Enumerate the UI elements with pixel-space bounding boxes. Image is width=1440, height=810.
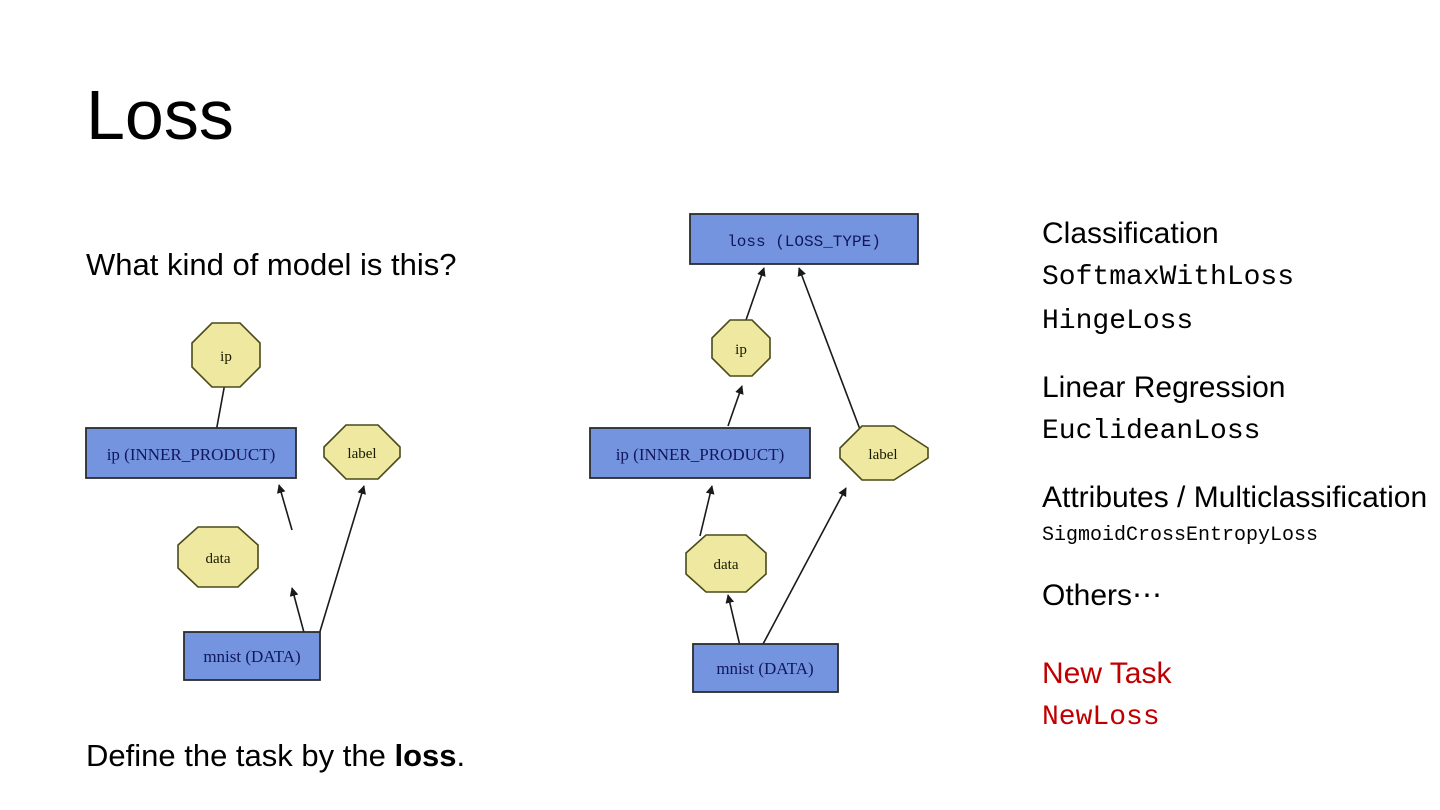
page-title: Loss (86, 76, 234, 154)
net-diagram-with-loss: loss (LOSS_TYPE) ip ip (INNER_PRODUCT) l… (580, 200, 950, 710)
loss-group-item: HingeLoss (1042, 306, 1194, 337)
node-data-blob[interactable]: data (685, 534, 767, 593)
node-ip-layer[interactable]: ip (INNER_PRODUCT) (85, 427, 297, 479)
node-data-blob-label: data (714, 557, 739, 573)
loss-group-heading: Attributes / Multiclassification (1042, 481, 1428, 514)
node-ip-layer-label: ip (INNER_PRODUCT) (616, 445, 785, 464)
conclusion-text: Define the task by the loss. (86, 736, 465, 776)
edge-mnist-to-label-blob (761, 487, 847, 647)
node-label-blob[interactable]: label (839, 425, 929, 481)
loss-group-item: SoftmaxWithLoss (1042, 262, 1295, 293)
edge-data-blob-to-ip-layer (276, 484, 293, 531)
loss-group-heading: Classification (1042, 217, 1219, 250)
loss-group: Others⋯ (1042, 574, 1440, 618)
edge-group (215, 371, 366, 641)
node-data-blob-label: data (206, 551, 231, 567)
edge-ip-layer-to-ip-blob (727, 385, 744, 427)
node-loss-layer[interactable]: loss (LOSS_TYPE) (689, 213, 919, 265)
node-label-blob-label: label (347, 446, 376, 462)
node-ip-blob[interactable]: ip (191, 322, 261, 388)
edge-ip-blob-to-loss-layer (745, 267, 766, 321)
loss-group-heading: Linear Regression (1042, 371, 1286, 404)
conclusion-suffix: . (456, 738, 466, 773)
node-mnist-layer-label: mnist (DATA) (716, 659, 813, 678)
node-ip-layer[interactable]: ip (INNER_PRODUCT) (589, 427, 811, 479)
net-diagram-without-loss: ip ip (INNER_PRODUCT) label data mnist (… (80, 310, 430, 700)
loss-group-heading: New Task (1042, 657, 1172, 690)
loss-group-item: EuclideanLoss (1042, 416, 1261, 447)
edge-data-blob-to-ip-layer (699, 485, 715, 537)
loss-group-heading: Others⋯ (1042, 579, 1163, 612)
loss-group-item: SigmoidCrossEntropyLoss (1042, 524, 1319, 547)
question-text: What kind of model is this? (86, 247, 457, 282)
edge-mnist-to-label-blob (317, 485, 366, 639)
node-data-blob[interactable]: data (177, 526, 259, 588)
node-ip-blob-label: ip (220, 349, 232, 365)
node-label-blob-label: label (868, 447, 897, 463)
node-mnist-layer[interactable]: mnist (DATA) (692, 643, 839, 693)
node-ip-blob-label: ip (735, 342, 747, 358)
node-label-blob[interactable]: label (323, 424, 401, 480)
conclusion-prefix: Define the task by the (86, 738, 395, 773)
node-loss-layer-label: loss (LOSS_TYPE) (727, 233, 881, 251)
conclusion-strong: loss (394, 738, 457, 773)
node-ip-layer-label: ip (INNER_PRODUCT) (107, 445, 276, 464)
edge-group (699, 267, 865, 647)
node-mnist-layer-label: mnist (DATA) (203, 647, 300, 666)
edge-mnist-to-data-blob (725, 594, 741, 647)
loss-group-item: NewLoss (1042, 702, 1160, 733)
edge-label-blob-to-loss-layer (797, 267, 865, 441)
node-ip-blob[interactable]: ip (711, 319, 771, 377)
node-mnist-layer[interactable]: mnist (DATA) (183, 631, 321, 681)
